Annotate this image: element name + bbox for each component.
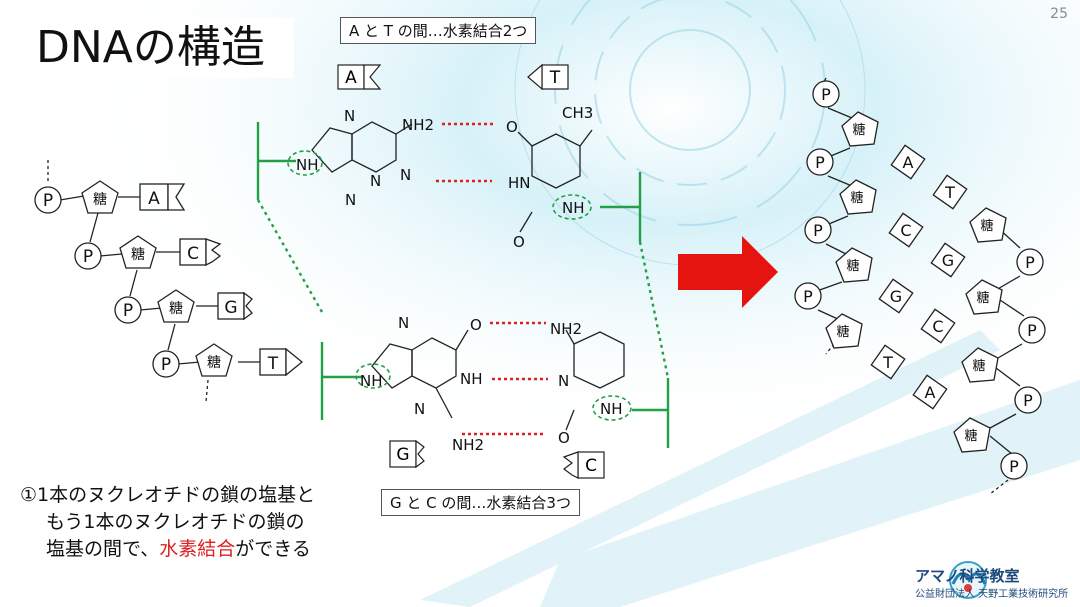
slide-title: DNAの構造 [28,18,294,78]
right-arrow [678,236,778,308]
at-tag-t: T [549,68,561,88]
helix-phosphate-label: P [803,287,813,306]
thymine-atom-o: O [513,233,525,251]
base-a-notch [167,183,186,211]
phosphate-label: P [43,191,53,211]
helix-base-left: G [890,287,902,306]
helix-sugar-label: 糖 [980,218,993,234]
base-a-shape [139,183,169,211]
phosphate-circle [74,242,102,270]
phosphate-label: P [123,301,133,321]
base-label-g: G [224,298,237,318]
phosphate-label: P [83,247,93,267]
logo-org: 公益財団法人 天野工業技術研究所 [915,589,1069,600]
helix-base-left: A [903,153,914,172]
sugar-label: 糖 [131,247,145,263]
helix-phosphate-label: P [1025,253,1035,272]
helix-base-right: C [932,317,943,336]
adenine-atom-nh2: NH2 [402,116,434,134]
helix-sugar-label: 糖 [964,428,977,444]
thymine-atom-o: O [506,118,518,136]
helix-phosphate-label: P [813,221,823,240]
sugar-label: 糖 [207,355,221,371]
sugar-pentagon [195,343,233,377]
guanine-atom-nh: NH [460,370,483,388]
base-t-notch [285,347,304,377]
base-c-shape [179,238,207,266]
helix-sugar-label: 糖 [976,290,989,306]
phosphate-circle [34,186,62,214]
guanine-atom-nh: NH [360,372,383,390]
thymine-atom-ch3: CH3 [562,104,593,122]
adenine-atom-n: N [344,107,355,125]
logo-name: アマノ科学教室 [915,567,1020,585]
at-bond-note: A と T の間…水素結合2つ [340,17,537,44]
helix-phosphate-label: P [1023,391,1033,410]
base-label-c: C [187,244,199,264]
guanine-atom-nh2: NH2 [452,436,484,454]
guanine-atom-n: N [414,400,425,418]
hydrogen-bond-highlight: 水素結合 [159,538,236,560]
cytosine-atom-nh: NH [600,400,623,418]
explanation-line-2: もう1本のヌクレオチドの鎖の [46,511,305,533]
double-helix: P 糖 P 糖 P 糖 P 糖 A C G T T G C A 糖 P 糖 P … [794,77,1046,495]
base-c-notch [205,238,222,267]
helix-base-left: T [882,353,893,372]
at-tag-a: A [345,68,357,88]
thymine-atom-nh: NH [562,199,585,217]
page-number: 25 [1050,6,1068,22]
sugar-label: 糖 [93,192,107,208]
sugar-pentagon [119,235,157,269]
helix-phosphate-label: P [815,153,825,172]
guanine-atom-o: O [470,316,482,334]
helix-sugar-label: 糖 [852,122,865,138]
adenine-atom-n: N [400,166,411,184]
explanation-line-3-prefix: 塩基の間で、 [46,538,160,560]
phosphate-circle [114,296,142,324]
thymine-atom-hn: HN [508,174,531,192]
single-strand [34,160,304,403]
adenine-atom-nh: NH [296,156,319,174]
gc-tag-g: G [396,445,409,465]
base-label-a: A [148,189,160,209]
base-g-notch [243,291,253,321]
logo-icon [949,561,987,599]
explanation-line-3: 塩基の間で、水素結合ができる [20,536,370,563]
helix-base-right: G [942,251,954,270]
sugar-pentagon [81,180,119,214]
helix-base-right: T [944,183,955,202]
cytosine-atom-nh2: NH2 [550,320,582,338]
explanation-line-1: ①1本のヌクレオチドの鎖の塩基と [20,484,316,506]
helix-phosphate-label: P [1009,457,1019,476]
helix-sugar-label: 糖 [846,258,859,274]
sugar-pentagon [157,289,195,323]
phosphate-circle [152,350,180,378]
gc-tag-c: C [585,456,597,476]
helix-base-right: A [925,383,936,402]
helix-sugar-label: 糖 [972,358,985,374]
helix-sugar-label: 糖 [836,324,849,340]
guanine-atom-n: N [398,314,409,332]
base-t-shape [259,348,287,376]
explanation-line-3-suffix: ができる [235,538,311,560]
adenine-atom-n: N [345,191,356,209]
explanation-text: ①1本のヌクレオチドの鎖の塩基と もう1本のヌクレオチドの鎖の 塩基の間で、水素… [14,478,376,567]
gc-pair: G C N O NH NH N NH2 NH2 N N [320,314,670,479]
helix-phosphate-label: P [1027,321,1037,340]
adenine-atom-n: N [370,172,381,190]
gc-bond-note: G と C の間…水素結合3つ [381,489,580,516]
base-label-t: T [267,354,279,374]
helix-sugar-label: 糖 [850,190,863,206]
sugar-label: 糖 [169,301,183,317]
cytosine-atom-o: O [558,429,570,447]
cytosine-atom-n: N [558,372,569,390]
single-strand-labels: P 糖 A P 糖 C P 糖 G P 糖 T [43,189,279,375]
phosphate-label: P [161,355,171,375]
at-pair: A T N N NH N [256,63,670,379]
helix-base-left: C [900,221,911,240]
helix-phosphate-label: P [821,85,831,104]
